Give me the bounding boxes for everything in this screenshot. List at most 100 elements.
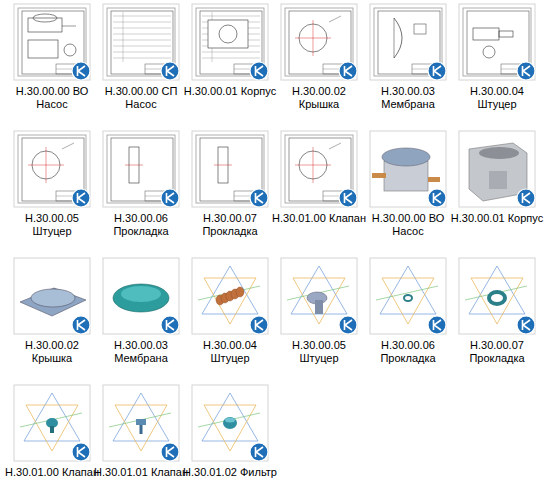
thumb-stroke bbox=[113, 34, 171, 35]
thumb-stroke bbox=[62, 143, 74, 149]
file-name: Н.30.00.00 СП Насос bbox=[93, 85, 189, 111]
thumb-stroke bbox=[329, 143, 341, 149]
kompas-logo bbox=[161, 189, 179, 207]
thumbnail-frame bbox=[103, 258, 179, 334]
fitting bbox=[428, 177, 440, 182]
file-thumbnail bbox=[370, 258, 446, 334]
thumb-stroke bbox=[202, 16, 260, 17]
kompas-logo bbox=[72, 316, 90, 334]
kompas-logo bbox=[250, 62, 268, 80]
valve-stem bbox=[50, 426, 54, 433]
kompas-logo bbox=[517, 189, 535, 207]
kompas-logo-mark bbox=[256, 66, 264, 76]
thumbnail-frame bbox=[370, 4, 446, 80]
file-name: Н.30.00.07 Прокладка bbox=[449, 339, 545, 365]
thumbnail-frame bbox=[192, 258, 268, 334]
kompas-logo-mark bbox=[434, 66, 442, 76]
thumbnail-frame bbox=[370, 131, 446, 207]
body-bore bbox=[479, 147, 519, 159]
file-name: Н.30.00.03 Мембрана bbox=[93, 339, 189, 365]
axis-triangle bbox=[293, 278, 345, 324]
pump-lid bbox=[382, 148, 430, 166]
kompas-logo-mark bbox=[167, 193, 175, 203]
kompas-logo-mark bbox=[345, 66, 353, 76]
file-thumbnail bbox=[281, 131, 357, 207]
thumbnail-frame bbox=[459, 4, 535, 80]
thumbnail-frame bbox=[370, 258, 446, 334]
thumb-stroke bbox=[313, 20, 314, 56]
thumb-stroke bbox=[113, 40, 171, 41]
kompas-logo bbox=[428, 62, 446, 80]
thumbnail-frame bbox=[103, 385, 179, 461]
thumb-stroke bbox=[125, 165, 143, 166]
file-name: Н.30.00.00 ВО Насос bbox=[360, 212, 456, 238]
axis-triangle bbox=[115, 405, 167, 451]
file-thumbnail bbox=[192, 131, 268, 207]
file-thumbnail bbox=[459, 4, 535, 80]
kompas-logo bbox=[517, 62, 535, 80]
file-name: Н.30.01.02 Фильтр bbox=[182, 466, 278, 479]
fitting-stem bbox=[315, 300, 323, 314]
thumb-stroke bbox=[394, 18, 395, 58]
axis-triangle bbox=[382, 278, 434, 324]
thumb-stroke bbox=[113, 22, 171, 23]
kompas-logo-mark bbox=[78, 66, 86, 76]
axis-triangle bbox=[471, 278, 523, 324]
thumb-stroke bbox=[208, 20, 248, 48]
kompas-logo-mark bbox=[256, 447, 264, 457]
file-thumbnail bbox=[14, 258, 90, 334]
axis-triangle bbox=[26, 405, 78, 451]
kompas-logo bbox=[428, 189, 446, 207]
kompas-logo-mark bbox=[167, 66, 175, 76]
axis-triangle bbox=[204, 405, 256, 451]
file-thumbnail bbox=[14, 385, 90, 461]
fitting bbox=[372, 173, 386, 178]
thumbnail-frame bbox=[14, 131, 90, 207]
thumb-stroke bbox=[33, 14, 57, 22]
kompas-logo bbox=[161, 443, 179, 461]
kompas-logo-mark bbox=[345, 193, 353, 203]
file-name: Н.30.00.05 Штуцер bbox=[271, 339, 367, 365]
thumb-stroke bbox=[329, 16, 341, 22]
file-name: Н.30.00.04 Штуцер bbox=[449, 85, 545, 111]
file-thumbnail bbox=[192, 258, 268, 334]
kompas-logo bbox=[250, 316, 268, 334]
lid-flange bbox=[20, 288, 86, 316]
file-thumbnail bbox=[459, 131, 535, 207]
kompas-logo-mark bbox=[523, 66, 531, 76]
thumb-stroke bbox=[62, 26, 76, 27]
body-window bbox=[489, 171, 507, 189]
thumb-stroke bbox=[473, 28, 499, 40]
thumb-stroke bbox=[113, 28, 171, 29]
file-name: Н.30.00.06 Прокладка bbox=[93, 212, 189, 238]
kompas-logo bbox=[72, 62, 90, 80]
thumb-stroke bbox=[28, 18, 62, 32]
kompas-logo bbox=[161, 316, 179, 334]
kompas-logo bbox=[250, 189, 268, 207]
thumb-stroke bbox=[28, 40, 58, 58]
file-thumbnail bbox=[14, 131, 90, 207]
thumb-stroke bbox=[123, 12, 124, 62]
membrane-top bbox=[121, 286, 161, 302]
file-name: Н.30.00.03 Мембрана bbox=[360, 85, 456, 111]
thumb-stroke bbox=[113, 58, 171, 59]
thumb-stroke bbox=[499, 31, 513, 37]
kompas-logo-mark bbox=[78, 193, 86, 203]
filter bbox=[223, 417, 237, 429]
axis-line bbox=[109, 413, 171, 427]
file-name: Н.30.00.01 Корпус bbox=[182, 85, 278, 98]
valve-part bbox=[136, 419, 146, 425]
gasket bbox=[489, 292, 505, 304]
kompas-logo-mark bbox=[345, 320, 353, 330]
thumb-stroke bbox=[202, 52, 260, 53]
thumb-stroke bbox=[483, 46, 495, 58]
valve-stem bbox=[140, 425, 143, 434]
kompas-logo-mark bbox=[78, 447, 86, 457]
kompas-logo bbox=[161, 62, 179, 80]
fitting-thread bbox=[236, 287, 244, 297]
kompas-logo-mark bbox=[523, 193, 531, 203]
kompas-logo bbox=[72, 443, 90, 461]
kompas-logo-mark bbox=[434, 320, 442, 330]
kompas-logo-mark bbox=[434, 193, 442, 203]
